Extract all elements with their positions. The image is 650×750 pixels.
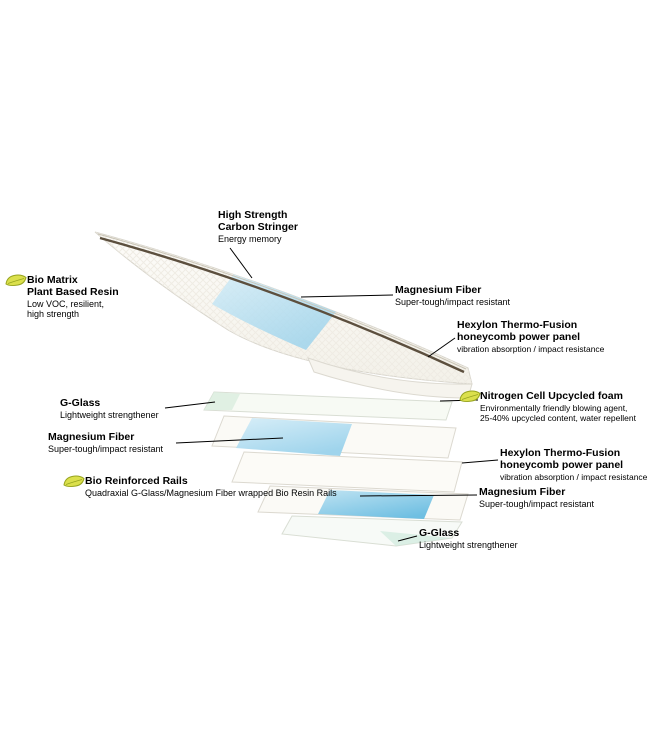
callout-title: G-Glass <box>419 527 460 539</box>
leaf-icon <box>63 475 85 488</box>
callout-desc: Super-tough/impact resistant <box>395 296 511 307</box>
callout-nitrogen-foam: Nitrogen Cell Upcycled foam Environmenta… <box>480 390 636 423</box>
leader-hexylon-bottom <box>461 459 499 464</box>
leader-magnesium-left <box>175 437 284 444</box>
callout-bio-rails: Bio Reinforced Rails Quadraxial G-Glass/… <box>85 475 337 498</box>
callout-desc: Lightweight strengthener <box>60 409 159 420</box>
deck-layer <box>94 231 473 399</box>
callout-title: Nitrogen Cell Upcycled foam <box>480 390 623 402</box>
carbon-stringer-line <box>99 236 465 374</box>
leaf-icon <box>459 390 481 403</box>
callout-desc: vibration absorption / impact resistance <box>457 343 605 354</box>
callout-bio-matrix: Bio Matrix Plant Based Resin Low VOC, re… <box>27 274 119 320</box>
leader-hexylon-top <box>427 337 456 358</box>
callout-desc: Energy memory <box>218 233 282 244</box>
callout-desc: Quadraxial G-Glass/Magnesium Fiber wrapp… <box>85 487 337 498</box>
callout-title: Magnesium Fiber <box>479 486 566 498</box>
layer-foam-honeycomb <box>231 451 463 493</box>
callout-magnesium-fiber-bottom: Magnesium Fiber Super-tough/impact resis… <box>479 486 595 509</box>
callout-desc: Low VOC, resilient, high strength <box>27 298 105 320</box>
callout-title: Hexylon Thermo-Fusion honeycomb power pa… <box>500 447 624 471</box>
callout-desc: Super-tough/impact resistant <box>48 443 164 454</box>
callout-magnesium-fiber-top: Magnesium Fiber Super-tough/impact resis… <box>395 284 511 307</box>
leader-carbon-stringer <box>229 247 253 279</box>
callout-carbon-stringer: High Strength Carbon Stringer Energy mem… <box>218 209 298 244</box>
leader-magnesium-bottom <box>359 494 478 497</box>
leaf-icon <box>5 274 27 287</box>
callout-desc: Environmentally friendly blowing agent, … <box>480 402 636 423</box>
leader-g-glass-bottom <box>397 535 418 542</box>
leader-magnesium-top <box>300 294 394 298</box>
exploded-layers <box>203 391 469 547</box>
callout-title: Bio Matrix Plant Based Resin <box>27 274 119 298</box>
callout-g-glass-left: G-Glass Lightweight strengthener <box>60 397 159 420</box>
callout-title: G-Glass <box>60 397 101 409</box>
leader-g-glass-left <box>164 401 216 409</box>
callout-title: Magnesium Fiber <box>48 431 135 443</box>
deck-rail-edge <box>307 357 473 399</box>
callout-hexylon-top: Hexylon Thermo-Fusion honeycomb power pa… <box>457 319 605 354</box>
callout-magnesium-fiber-left: Magnesium Fiber Super-tough/impact resis… <box>48 431 164 454</box>
callout-desc: Super-tough/impact resistant <box>479 498 595 509</box>
callout-title: Magnesium Fiber <box>395 284 482 296</box>
layer-g-glass-top <box>203 391 453 421</box>
callout-hexylon-bottom: Hexylon Thermo-Fusion honeycomb power pa… <box>500 447 648 482</box>
callout-title: Hexylon Thermo-Fusion honeycomb power pa… <box>457 319 581 343</box>
callout-g-glass-bottom: G-Glass Lightweight strengthener <box>419 527 518 550</box>
callout-desc: vibration absorption / impact resistance <box>500 471 648 482</box>
callout-title: Bio Reinforced Rails <box>85 475 188 487</box>
callout-desc: Lightweight strengthener <box>419 539 518 550</box>
callout-title: High Strength Carbon Stringer <box>218 209 298 233</box>
